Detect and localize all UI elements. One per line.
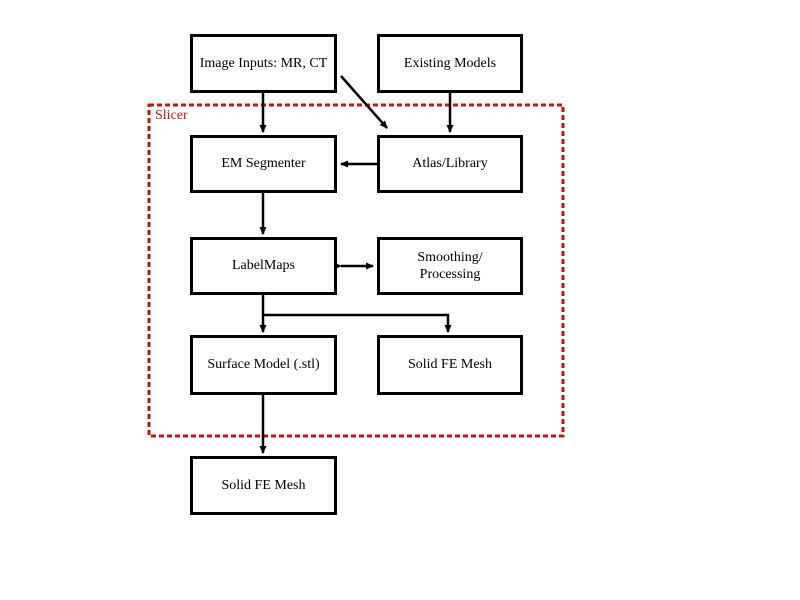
node-existing-models: Existing Models (377, 34, 523, 93)
slicer-container-label: Slicer (155, 108, 188, 123)
slicer-boundary (147, 103, 565, 438)
node-image-inputs: Image Inputs: MR, CT (190, 34, 337, 93)
node-smoothing-processing: Smoothing/ Processing (377, 237, 523, 295)
node-existing-models-label: Existing Models (403, 55, 497, 71)
node-em-segmenter: EM Segmenter (190, 135, 337, 193)
arrow-image-inputs-to-atlas-library (340, 75, 388, 129)
node-smoothing-label-line2: Processing (419, 267, 481, 282)
node-image-inputs-label: Image Inputs: MR, CT (199, 55, 328, 71)
arrow-labelmaps-to-solid-fe-mesh (263, 313, 452, 333)
node-surface-model: Surface Model (.stl) (190, 335, 337, 395)
node-solid-fe-mesh-internal-label: Solid FE Mesh (407, 357, 492, 373)
node-solid-fe-mesh-output-label: Solid FE Mesh (221, 477, 306, 493)
node-surface-model-label: Surface Model (.stl) (207, 357, 320, 373)
node-solid-fe-mesh-internal: Solid FE Mesh (377, 335, 523, 395)
node-solid-fe-mesh-output: Solid FE Mesh (190, 456, 337, 515)
node-atlas-library-label: Atlas/Library (412, 156, 488, 172)
node-labelmaps-label: LabelMaps (232, 258, 295, 274)
node-em-segmenter-label: EM Segmenter (221, 156, 306, 172)
node-smoothing-label-line1: Smoothing/ (417, 249, 483, 265)
node-labelmaps: LabelMaps (190, 237, 337, 295)
node-atlas-library: Atlas/Library (377, 135, 523, 193)
